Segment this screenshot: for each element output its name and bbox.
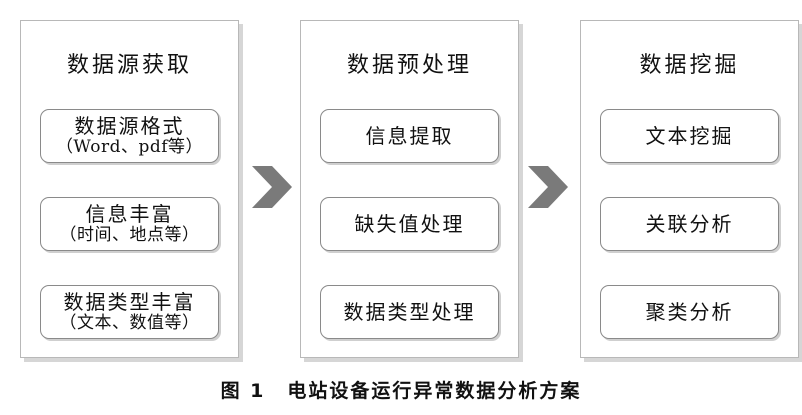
item-cluster-analysis: 聚类分析 bbox=[600, 285, 779, 339]
chevron-right-icon bbox=[252, 166, 292, 208]
item-label: 信息提取 bbox=[365, 123, 454, 148]
item-data-type-handling: 数据类型处理 bbox=[320, 285, 499, 339]
stage-data-mining: 数据挖掘 文本挖掘 关联分析 聚类分析 bbox=[580, 20, 799, 358]
stage-data-preprocessing: 数据预处理 信息提取 缺失值处理 数据类型处理 bbox=[300, 20, 519, 358]
figure-label: 图 1 bbox=[220, 380, 266, 402]
stage-title: 数据预处理 bbox=[346, 53, 472, 78]
stage-title: 数据挖掘 bbox=[639, 53, 740, 78]
item-missing-value-handling: 缺失值处理 bbox=[320, 197, 499, 251]
item-label: 聚类分析 bbox=[645, 299, 734, 324]
item-label: 文本挖掘 bbox=[645, 123, 734, 148]
item-label: 信息丰富 bbox=[85, 201, 174, 226]
figure-caption: 图 1 电站设备运行异常数据分析方案 bbox=[0, 376, 802, 403]
item-rich-information: 信息丰富 （时间、地点等） bbox=[40, 197, 219, 251]
item-sublabel: （文本、数值等） bbox=[59, 312, 200, 333]
item-information-extraction: 信息提取 bbox=[320, 109, 499, 163]
item-rich-data-types: 数据类型丰富 （文本、数值等） bbox=[40, 285, 219, 339]
stage-title: 数据源获取 bbox=[66, 53, 192, 78]
item-label: 关联分析 bbox=[645, 211, 734, 236]
stage-data-source-acquisition: 数据源获取 数据源格式 （Word、pdf等） 信息丰富 （时间、地点等） 数据… bbox=[20, 20, 239, 358]
item-association-analysis: 关联分析 bbox=[600, 197, 779, 251]
item-text-mining: 文本挖掘 bbox=[600, 109, 779, 163]
item-label: 数据类型处理 bbox=[343, 299, 476, 324]
figure-caption-text: 电站设备运行异常数据分析方案 bbox=[287, 380, 582, 402]
item-label: 数据源格式 bbox=[74, 113, 185, 138]
item-sublabel: （时间、地点等） bbox=[59, 224, 200, 245]
item-label: 缺失值处理 bbox=[354, 211, 465, 236]
item-label: 数据类型丰富 bbox=[63, 289, 196, 314]
item-data-source-format: 数据源格式 （Word、pdf等） bbox=[40, 109, 219, 163]
chevron-right-icon bbox=[528, 166, 568, 208]
item-sublabel: （Word、pdf等） bbox=[55, 136, 204, 157]
